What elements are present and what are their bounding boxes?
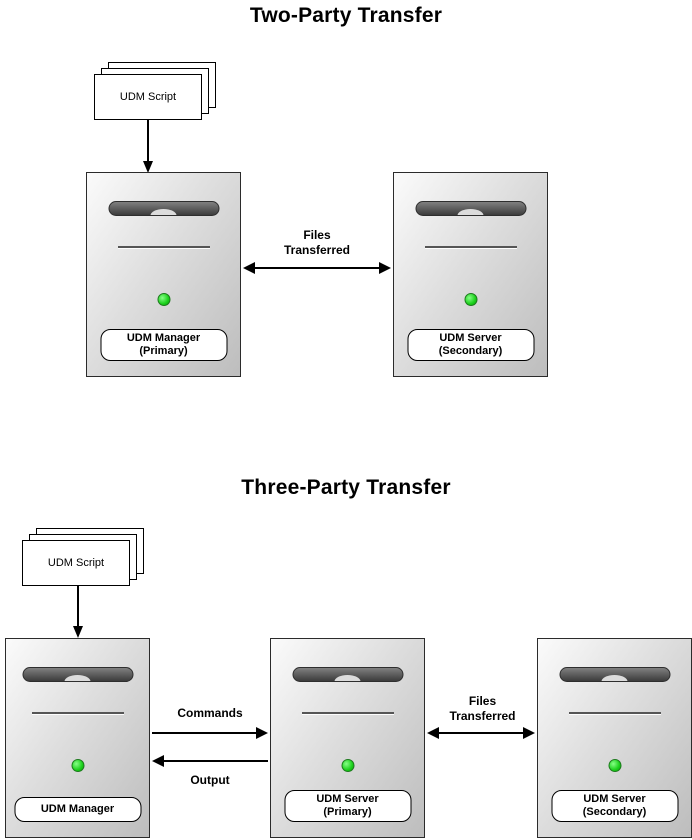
script-to-manager-arrow-icon xyxy=(73,586,83,638)
slot-notch-icon xyxy=(64,675,91,681)
slot-notch-icon xyxy=(334,675,361,681)
script-page-front: UDM Script xyxy=(94,74,202,120)
script-to-manager-arrow-icon xyxy=(143,119,153,173)
output-label: Output xyxy=(190,773,230,787)
drive-slot-icon xyxy=(292,667,403,682)
files-transferred-label: Files Transferred xyxy=(283,228,351,257)
server-udm-manager-primary: UDM Manager (Primary) xyxy=(86,172,241,377)
script-label: UDM Script xyxy=(119,91,177,103)
server-udm-manager: UDM Manager xyxy=(5,638,150,838)
server-label: UDM Server (Primary) xyxy=(284,789,411,822)
commands-label: Commands xyxy=(177,706,243,720)
slot-notch-icon xyxy=(601,675,628,681)
server-udm-server-secondary: UDM Server (Secondary) xyxy=(393,172,548,377)
server-udm-server-secondary: UDM Server (Secondary) xyxy=(537,638,692,838)
udm-script-stack: UDM Script xyxy=(94,62,218,122)
udm-script-stack: UDM Script xyxy=(22,528,146,588)
script-label: UDM Script xyxy=(47,557,105,569)
panel-line xyxy=(424,246,517,249)
server-udm-server-primary: UDM Server (Primary) xyxy=(270,638,425,838)
server-label: UDM Manager (Primary) xyxy=(100,328,227,361)
files-transferred-label: Files Transferred xyxy=(449,694,516,723)
drive-slot-icon xyxy=(108,201,219,216)
two-party-title: Two-Party Transfer xyxy=(249,4,443,27)
power-led-icon xyxy=(341,759,354,772)
output-arrow-icon xyxy=(152,755,268,767)
files-transfer-double-arrow-icon xyxy=(243,262,391,274)
panel-line xyxy=(31,712,124,715)
drive-slot-icon xyxy=(415,201,526,216)
commands-arrow-icon xyxy=(152,727,268,739)
panel-line xyxy=(301,712,394,715)
drive-slot-icon xyxy=(559,667,670,682)
power-led-icon xyxy=(608,759,621,772)
panel-line xyxy=(568,712,661,715)
power-led-icon xyxy=(157,293,170,306)
drive-slot-icon xyxy=(22,667,133,682)
server-label: UDM Server (Secondary) xyxy=(407,328,534,361)
server-label: UDM Server (Secondary) xyxy=(551,789,678,822)
three-party-title: Three-Party Transfer xyxy=(241,476,451,499)
slot-notch-icon xyxy=(150,209,177,215)
files-transfer-double-arrow-icon xyxy=(427,727,535,739)
power-led-icon xyxy=(71,759,84,772)
power-led-icon xyxy=(464,293,477,306)
server-label: UDM Manager xyxy=(14,797,141,822)
slot-notch-icon xyxy=(457,209,484,215)
script-page-front: UDM Script xyxy=(22,540,130,586)
panel-line xyxy=(117,246,210,249)
